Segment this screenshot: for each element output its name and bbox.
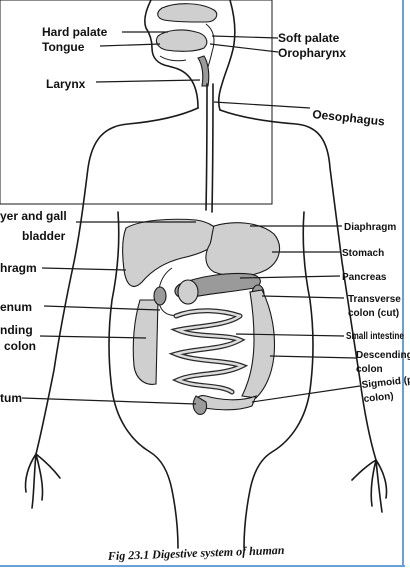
- label-rectum: tum: [0, 391, 22, 405]
- label-sigmoid-colon-1: Sigmoid (pe: [361, 374, 410, 391]
- head-internal-structures: [155, 3, 218, 87]
- descending-colon-shape: [241, 289, 275, 399]
- label-transverse-colon-1: Transverse: [348, 294, 401, 305]
- label-pancreas: Pancreas: [342, 272, 387, 283]
- oesophagus-tube: [205, 83, 214, 213]
- label-transverse-colon-2: colon (cut): [348, 308, 399, 319]
- label-leader-lines: [21, 31, 361, 405]
- label-diaphragm-right: Diaphragm: [344, 222, 396, 233]
- label-diaphragm-left: hragm: [0, 261, 37, 275]
- rectum-shape: [192, 395, 208, 415]
- label-small-intestine: Small intestine: [346, 331, 404, 342]
- label-liver-gall-bladder-1: yer and gall: [0, 209, 67, 223]
- ascending-colon-shape: [132, 299, 159, 385]
- label-descending-colon-1: Descending: [356, 350, 410, 361]
- label-oropharynx: Oropharynx: [278, 46, 346, 60]
- gall-bladder-shape: [177, 279, 199, 305]
- label-stomach: Stomach: [342, 248, 384, 259]
- figure-caption: Fig 23.1 Digestive system of human: [107, 543, 285, 563]
- label-sigmoid-colon-2: colon): [363, 391, 394, 405]
- label-larynx: Larynx: [46, 77, 86, 91]
- label-descending-colon-2: colon: [356, 364, 383, 375]
- label-ascending-colon-1: nding: [0, 323, 33, 337]
- label-ascending-colon-2: colon: [4, 339, 36, 353]
- small-intestine-loops: [168, 308, 249, 395]
- head-inset-frame: [0, 0, 273, 205]
- label-duodenum: enum: [0, 300, 32, 314]
- stomach-shape: [205, 222, 281, 277]
- label-soft-palate: Soft palate: [278, 31, 340, 45]
- label-tongue: Tongue: [42, 40, 85, 54]
- label-oesophagus: Oesophagus: [312, 107, 386, 129]
- label-liver-gall-bladder-2: bladder: [22, 229, 66, 243]
- label-hard-palate: Hard palate: [42, 25, 108, 39]
